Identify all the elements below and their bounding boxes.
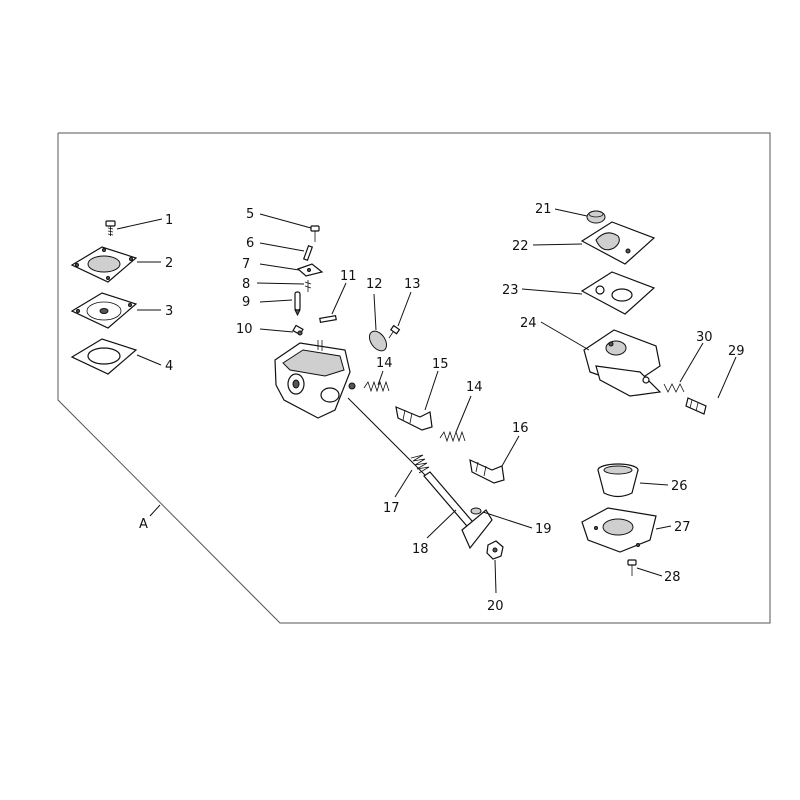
group-label-a: A bbox=[139, 517, 148, 532]
carburetor-body bbox=[274, 340, 356, 419]
callout-22: 22 bbox=[512, 239, 529, 254]
callout-14a: 14 bbox=[376, 356, 393, 371]
part-5-screw bbox=[310, 225, 320, 242]
diagram-frame bbox=[57, 132, 771, 624]
part-30-spring bbox=[663, 383, 685, 393]
callout-19: 19 bbox=[535, 522, 552, 537]
part-11-pin bbox=[319, 314, 337, 324]
part-13-screw bbox=[388, 324, 401, 339]
callout-18: 18 bbox=[412, 542, 429, 557]
callout-23: 23 bbox=[502, 283, 519, 298]
callout-30: 30 bbox=[696, 330, 713, 345]
part-7-lever bbox=[296, 263, 324, 277]
leader-lines bbox=[116, 208, 737, 594]
throttle-shaft-line bbox=[347, 397, 431, 481]
callout-12: 12 bbox=[366, 277, 383, 292]
callout-5: 5 bbox=[246, 207, 254, 222]
part-10-screw bbox=[292, 324, 304, 336]
part-29-screw bbox=[685, 397, 707, 415]
callout-24: 24 bbox=[520, 316, 537, 331]
part-26-filter bbox=[597, 463, 639, 498]
part-14-spring-upper bbox=[363, 380, 390, 393]
part-2-cover bbox=[70, 246, 138, 283]
callout-11: 11 bbox=[340, 269, 357, 284]
callout-3: 3 bbox=[165, 304, 173, 319]
callout-20: 20 bbox=[487, 599, 504, 614]
part-19-washer bbox=[470, 507, 482, 515]
part-16-adjust-screw bbox=[469, 458, 505, 484]
part-27-plate bbox=[581, 507, 657, 553]
callout-26: 26 bbox=[671, 479, 688, 494]
part-4-gasket bbox=[70, 338, 138, 375]
part-8-spring bbox=[304, 280, 312, 292]
part-9-needle bbox=[294, 291, 301, 317]
callout-10: 10 bbox=[236, 322, 253, 337]
callout-16: 16 bbox=[512, 421, 529, 436]
part-1-screw bbox=[105, 220, 116, 236]
callout-15: 15 bbox=[432, 357, 449, 372]
part-21-cap bbox=[586, 210, 606, 224]
part-18-lever bbox=[423, 471, 493, 550]
callout-7: 7 bbox=[242, 257, 250, 272]
part-23-gasket bbox=[580, 271, 656, 315]
callout-27: 27 bbox=[674, 520, 691, 535]
part-14-spring-lower bbox=[439, 430, 466, 443]
part-24-pump-body bbox=[583, 329, 662, 397]
part-6-pin bbox=[302, 244, 314, 262]
callout-13: 13 bbox=[404, 277, 421, 292]
part-20-nut bbox=[486, 540, 504, 560]
callout-1: 1 bbox=[165, 213, 173, 228]
part-3-diaphragm bbox=[70, 292, 138, 329]
callout-29: 29 bbox=[728, 344, 745, 359]
callout-17: 17 bbox=[383, 501, 400, 516]
group-a-leader bbox=[149, 504, 161, 517]
callout-labels: 1 2 3 4 5 6 7 8 9 10 11 12 13 14 14 15 1… bbox=[165, 202, 745, 614]
callout-9: 9 bbox=[242, 295, 250, 310]
part-15-adjust-screw bbox=[395, 406, 433, 431]
callout-21: 21 bbox=[535, 202, 552, 217]
callout-4: 4 bbox=[165, 359, 173, 374]
callout-28: 28 bbox=[664, 570, 681, 585]
callout-2: 2 bbox=[165, 256, 173, 271]
callout-14b: 14 bbox=[466, 380, 483, 395]
part-22-cover bbox=[580, 221, 656, 265]
part-28-screw bbox=[627, 559, 637, 576]
part-12-disc bbox=[368, 330, 388, 352]
callout-8: 8 bbox=[242, 277, 250, 292]
callout-6: 6 bbox=[246, 236, 254, 251]
